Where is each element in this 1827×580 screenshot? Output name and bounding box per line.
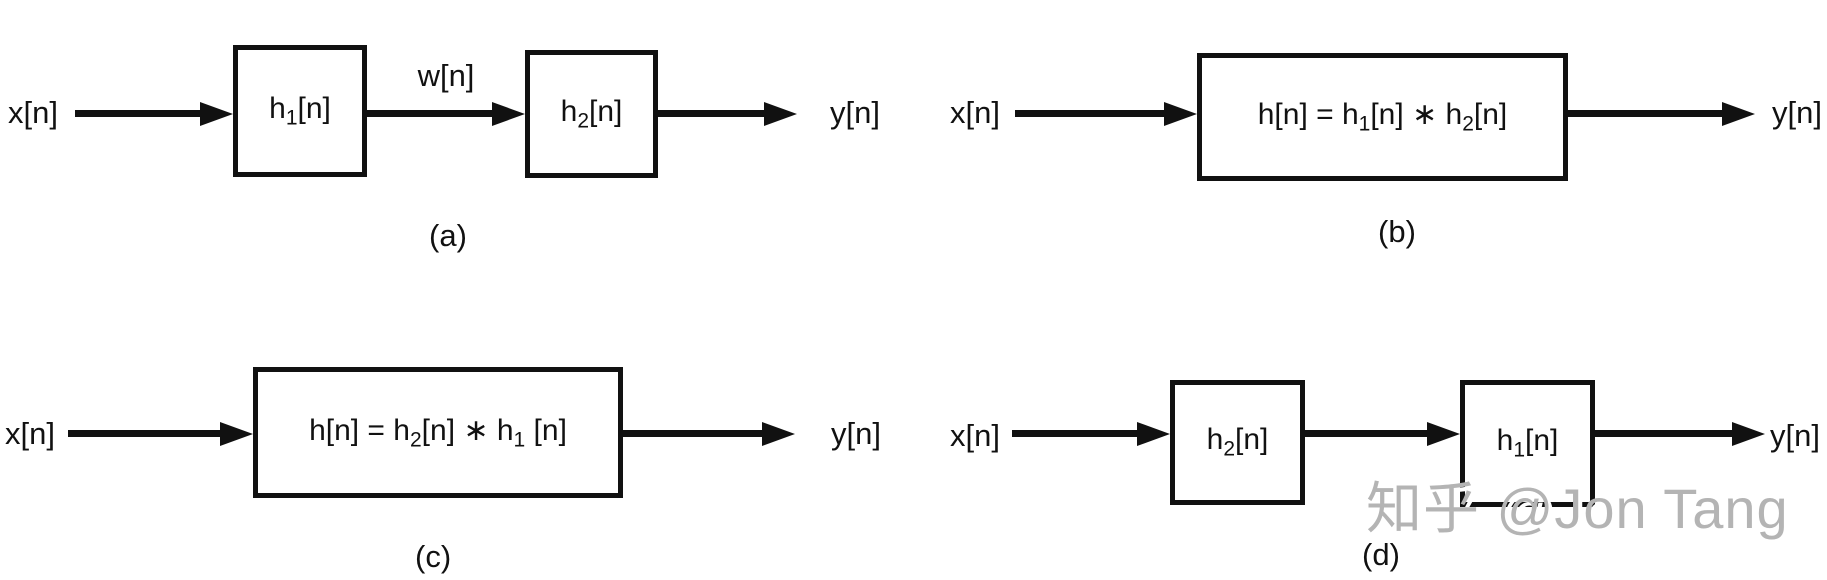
input-signal-label: x[n] — [5, 416, 55, 451]
signal-arrow — [623, 421, 795, 446]
watermark: 知乎 @Jon Tang — [1366, 477, 1789, 540]
output-signal-label: y[n] — [831, 416, 881, 451]
input-signal-label: x[n] — [8, 95, 58, 130]
signal-arrow — [75, 101, 233, 126]
input-signal-label: x[n] — [950, 95, 1000, 130]
eq-part: h — [269, 91, 286, 125]
output-signal-label: y[n] — [830, 95, 880, 130]
system-box-combined-h2-h1: h[n] = h2[n] ∗ h1 [n] — [253, 367, 623, 498]
signal-arrow — [1015, 101, 1197, 126]
box-label: h1[n] — [1497, 424, 1559, 462]
system-box-combined-h1-h2: h[n] = h1[n] ∗ h2[n] — [1197, 53, 1568, 181]
eq-part: [n] — [1525, 424, 1559, 458]
caption-c: (c) — [415, 539, 452, 574]
eq-subscript: 2 — [1462, 112, 1474, 136]
eq-subscript: 2 — [1223, 437, 1235, 461]
signal-arrow — [1595, 421, 1765, 446]
signal-arrow — [1305, 421, 1460, 446]
eq-part: [n] — [525, 413, 567, 447]
eq-subscript: 1 — [1358, 112, 1371, 136]
caption-d: (d) — [1362, 537, 1400, 572]
eq-part: h — [1496, 424, 1514, 458]
box-equation: h[n] = h1[n] ∗ h2[n] — [1258, 97, 1508, 136]
system-box-h2: h2[n] — [525, 50, 658, 178]
eq-part: [n] — [297, 91, 331, 125]
output-signal-label: y[n] — [1772, 95, 1822, 130]
signal-arrow — [658, 101, 797, 126]
output-signal-label: y[n] — [1770, 418, 1820, 453]
eq-part: [n] — [1235, 423, 1269, 457]
system-box-h1: h1[n] — [1460, 380, 1595, 507]
signal-arrow — [1012, 421, 1170, 446]
eq-part: [n] — [589, 94, 623, 128]
box-label: h2[n] — [561, 95, 623, 133]
input-signal-label: x[n] — [950, 418, 1000, 453]
eq-part: h — [560, 94, 578, 128]
eq-subscript: 1 — [285, 106, 298, 130]
signal-arrow — [1568, 101, 1755, 126]
system-box-h2: h2[n] — [1170, 380, 1305, 505]
system-box-h1: h1[n] — [233, 45, 367, 177]
eq-subscript: 1 — [513, 428, 526, 452]
eq-subscript: 2 — [577, 109, 589, 133]
signal-arrow — [68, 421, 253, 446]
eq-part: [n] ∗ h — [421, 413, 514, 447]
box-label: h1[n] — [269, 92, 331, 130]
eq-part: h[n] = h — [309, 413, 410, 447]
eq-part: h[n] = h — [1257, 98, 1359, 132]
caption-a: (a) — [429, 218, 467, 253]
box-equation: h[n] = h2[n] ∗ h1 [n] — [309, 413, 567, 452]
intermediate-signal-label: w[n] — [417, 58, 475, 93]
eq-part: h — [1206, 423, 1224, 457]
eq-subscript: 2 — [409, 428, 422, 452]
eq-subscript: 1 — [1513, 438, 1525, 462]
eq-part: [n] ∗ h — [1370, 98, 1463, 132]
caption-b: (b) — [1378, 214, 1416, 249]
eq-part: [n] — [1473, 98, 1508, 132]
box-label: h2[n] — [1207, 423, 1269, 461]
signal-arrow — [367, 101, 525, 126]
